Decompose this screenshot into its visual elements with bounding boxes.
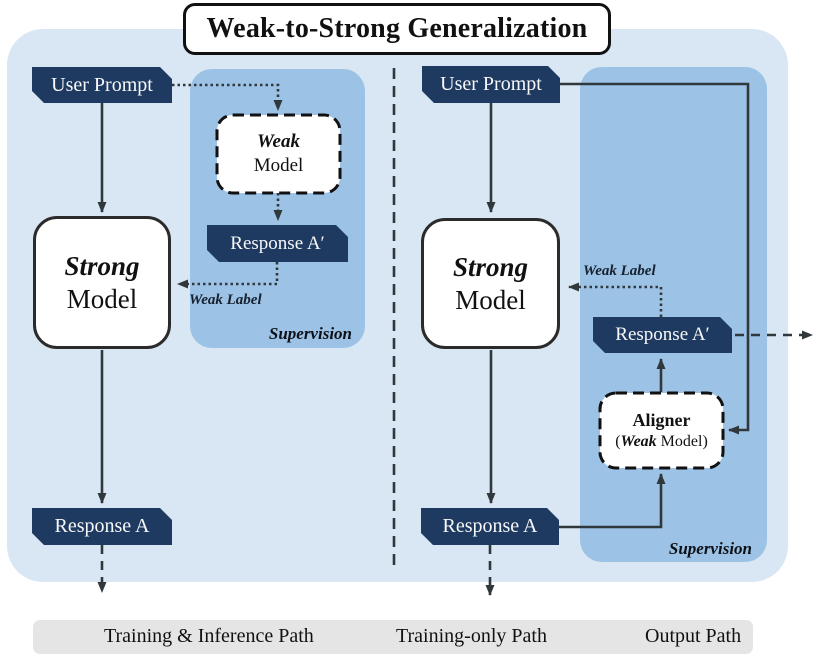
figure-title: Weak-to-Strong Generalization <box>183 3 611 55</box>
right-response-a-prime-box: Response A′ <box>593 317 732 353</box>
supervision-box-right <box>580 67 767 562</box>
left-response-a-box: Response A <box>32 508 172 545</box>
left-supervision-label: Supervision <box>268 324 352 343</box>
figure-title-text: Weak-to-Strong Generalization <box>206 13 588 44</box>
legend-bar <box>33 620 753 654</box>
right-weak-label: Weak Label <box>583 263 656 279</box>
right-response-a-prime-label: Response A′ <box>615 324 710 345</box>
left-weak-model-line2: Model <box>253 155 304 176</box>
right-response-a-label: Response A <box>442 515 538 537</box>
right-aligner-rest: Model) <box>656 432 708 450</box>
right-aligner-line2: (Weak Model) <box>615 431 708 453</box>
right-aligner-box: Aligner (Weak Model) <box>600 393 723 468</box>
legend-training-inference-label: Training & Inference Path <box>104 625 314 647</box>
right-supervision-label: Supervision <box>668 539 752 558</box>
left-weak-model-box: Weak Model <box>217 115 340 193</box>
left-strong-model-line1: Strong <box>64 250 140 281</box>
right-aligner-weak: Weak <box>620 432 657 450</box>
right-strong-model-line1: Strong <box>452 251 529 282</box>
left-weak-model-line1: Weak <box>257 131 300 152</box>
right-user-prompt-label: User Prompt <box>440 73 542 95</box>
right-response-a-box: Response A <box>421 508 559 545</box>
right-user-prompt-box: User Prompt <box>422 66 560 103</box>
left-response-a-prime-label: Response A′ <box>230 232 325 254</box>
left-user-prompt-box: User Prompt <box>32 67 172 103</box>
legend-training-only-label: Training-only Path <box>396 625 547 647</box>
right-strong-model-line2: Model <box>455 284 526 315</box>
left-weak-label: Weak Label <box>189 292 262 308</box>
right-aligner-line1: Aligner <box>632 409 691 430</box>
left-response-a-prime-box: Response A′ <box>207 225 348 262</box>
right-strong-model-box: Strong Model <box>421 218 560 349</box>
left-strong-model-line2: Model <box>66 283 138 314</box>
left-user-prompt-label: User Prompt <box>51 73 153 96</box>
legend-output-label: Output Path <box>645 625 742 647</box>
left-strong-model-box: Strong Model <box>33 216 171 349</box>
left-response-a-label: Response A <box>54 515 150 537</box>
right-aligner-paren: ( <box>615 432 621 450</box>
